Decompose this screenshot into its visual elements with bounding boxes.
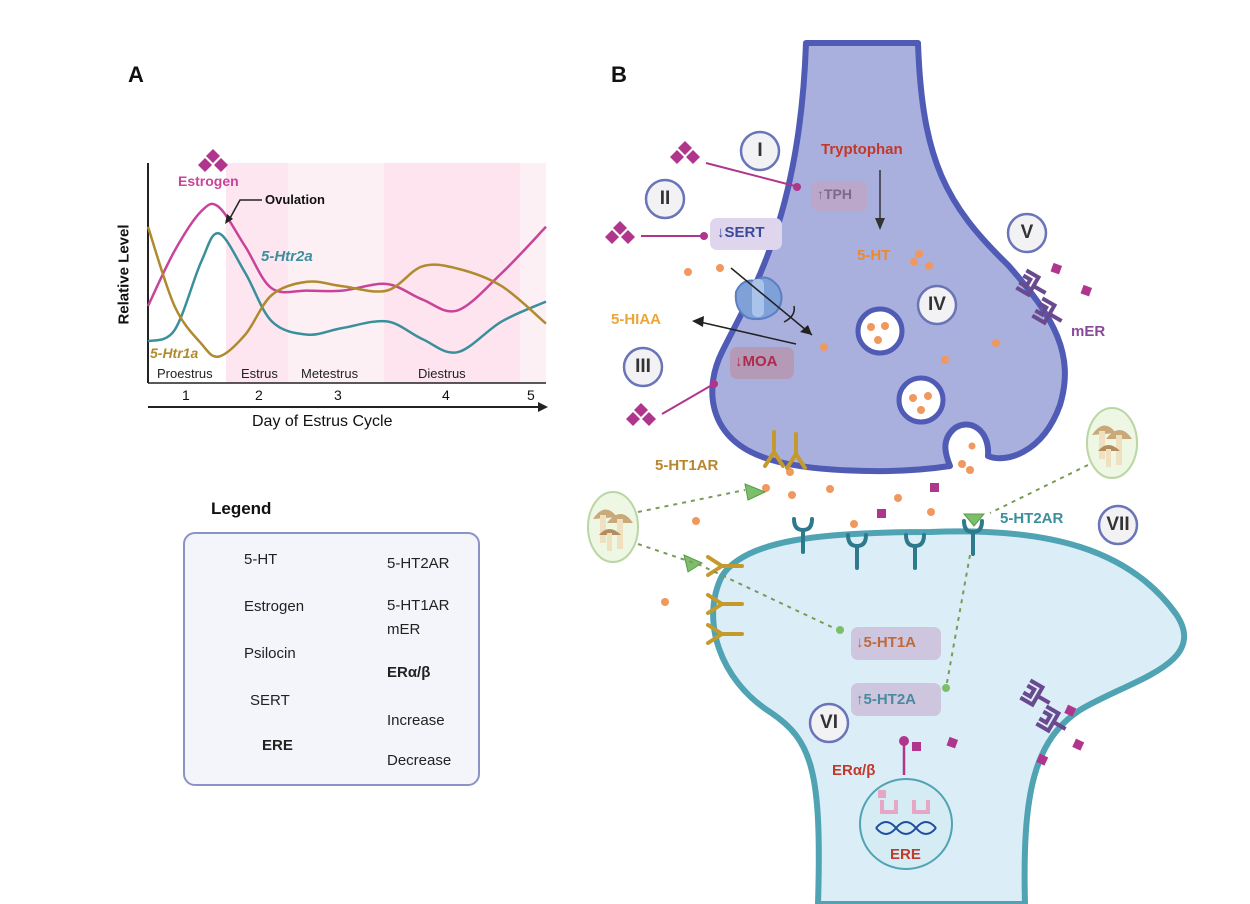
vesicle-1 bbox=[855, 306, 905, 356]
panel-b-label: B bbox=[611, 62, 627, 87]
tph-label: ↑TPH bbox=[817, 186, 852, 202]
series-line-5-htr2a bbox=[147, 232, 547, 354]
legend-label-mer: mER bbox=[387, 621, 421, 638]
y-axis-label: Relative Level bbox=[115, 224, 133, 325]
phase-metestrus: Metestrus bbox=[301, 366, 359, 381]
moa-label: ↓MOA bbox=[735, 353, 778, 370]
postsynaptic-neuron bbox=[710, 528, 1187, 904]
arrow-down-icon: ↓ bbox=[856, 634, 864, 651]
ht1a-box bbox=[851, 627, 941, 660]
estrogen-particles bbox=[877, 262, 1093, 766]
phase-band-metestrus bbox=[288, 163, 384, 383]
psilocin-source-left bbox=[587, 491, 639, 563]
phase-diestrus: Diestrus bbox=[418, 366, 466, 381]
roman-vii: VII bbox=[1106, 514, 1130, 535]
roman-v: V bbox=[1020, 222, 1034, 243]
roman-iii: III bbox=[635, 356, 651, 377]
ht2ar-label: 5-HT2AR bbox=[1000, 510, 1064, 527]
tryptophan-label: Tryptophan bbox=[821, 141, 903, 158]
x-axis-label: Day of Estrus Cycle bbox=[252, 413, 393, 430]
ovulation-pointer bbox=[228, 199, 262, 221]
series-label-estrogen: Estrogen bbox=[178, 173, 239, 189]
vesicle-2 bbox=[896, 375, 946, 425]
legend-label-sert: SERT bbox=[250, 692, 290, 709]
phase-band-late bbox=[520, 163, 546, 383]
legend-label-ere: ERE bbox=[262, 737, 293, 754]
chart-series bbox=[146, 202, 547, 359]
sert-box bbox=[710, 218, 782, 250]
serotonin-label: 5-HT bbox=[857, 247, 891, 264]
phase-band-proestrus bbox=[148, 163, 226, 383]
ovulation-pointer-head bbox=[225, 214, 233, 224]
ere-complex bbox=[875, 790, 937, 835]
legend-label-5ht1ar: 5-HT1AR bbox=[387, 597, 450, 614]
sert-label: ↓SERT bbox=[717, 224, 765, 241]
moa-box bbox=[730, 347, 794, 379]
legend-box bbox=[183, 532, 480, 786]
day-tick-3: 3 bbox=[334, 387, 342, 403]
psilocin-paths bbox=[637, 464, 1089, 689]
ht1ar-label: 5-HT1AR bbox=[655, 457, 719, 474]
arrow-down-icon: ↓ bbox=[717, 224, 725, 241]
estrus-chart bbox=[146, 149, 548, 412]
presynaptic-neuron bbox=[709, 40, 1068, 475]
roman-iv: IV bbox=[928, 294, 946, 315]
ht2a-box bbox=[851, 683, 941, 716]
arrow-up-icon: ↑ bbox=[817, 186, 824, 202]
sert-transporter bbox=[734, 276, 783, 321]
panel-a-label: A bbox=[128, 62, 144, 87]
arrow-up-icon: ↑ bbox=[856, 691, 864, 708]
legend-label-5ht: 5-HT bbox=[244, 551, 278, 568]
day-tick-1: 1 bbox=[182, 387, 190, 403]
legend-label-er: ERα/β bbox=[387, 664, 431, 681]
legend-label-5ht2ar: 5-HT2AR bbox=[387, 555, 450, 572]
legend-label-increase: Increase bbox=[387, 712, 445, 729]
ht2a-label: ↑5-HT2A bbox=[856, 691, 917, 708]
phase-proestrus: Proestrus bbox=[157, 366, 213, 381]
day-tick-2: 2 bbox=[255, 387, 263, 403]
roman-numeral-badges bbox=[622, 130, 1139, 744]
legend-title: Legend bbox=[211, 499, 272, 518]
roman-i: I bbox=[757, 140, 763, 161]
hiaa-label: 5-HIAA bbox=[611, 311, 662, 328]
tph-box bbox=[811, 181, 867, 211]
series-label-htr2a: 5-Htr2a bbox=[261, 248, 313, 265]
ovulation-label: Ovulation bbox=[265, 192, 325, 207]
legend-label-decrease: Decrease bbox=[387, 752, 452, 769]
roman-ii: II bbox=[659, 188, 671, 209]
roman-vi: VI bbox=[820, 712, 838, 733]
ere-label: ERE bbox=[890, 846, 921, 863]
psilocin-source-right bbox=[1086, 407, 1138, 479]
serotonin-particles bbox=[661, 250, 1000, 606]
legend-label-estrogen: Estrogen bbox=[244, 598, 305, 615]
mer-label: mER bbox=[1071, 323, 1106, 340]
x-axis-arrowhead bbox=[538, 402, 548, 412]
legend-label-psilocin: Psilocin bbox=[244, 645, 296, 662]
series-line-5-htr1a bbox=[146, 226, 547, 359]
ht1a-label: ↓5-HT1A bbox=[856, 634, 917, 651]
day-tick-4: 4 bbox=[442, 387, 450, 403]
phase-estrus: Estrus bbox=[241, 366, 278, 381]
series-line-estrogen bbox=[146, 202, 547, 313]
phase-band-diestrus bbox=[384, 163, 520, 383]
day-tick-5: 5 bbox=[527, 387, 535, 403]
er-label: ERα/β bbox=[832, 762, 876, 779]
series-label-htr1a: 5-Htr1a bbox=[150, 345, 199, 361]
arrow-down-icon: ↓ bbox=[735, 353, 743, 370]
